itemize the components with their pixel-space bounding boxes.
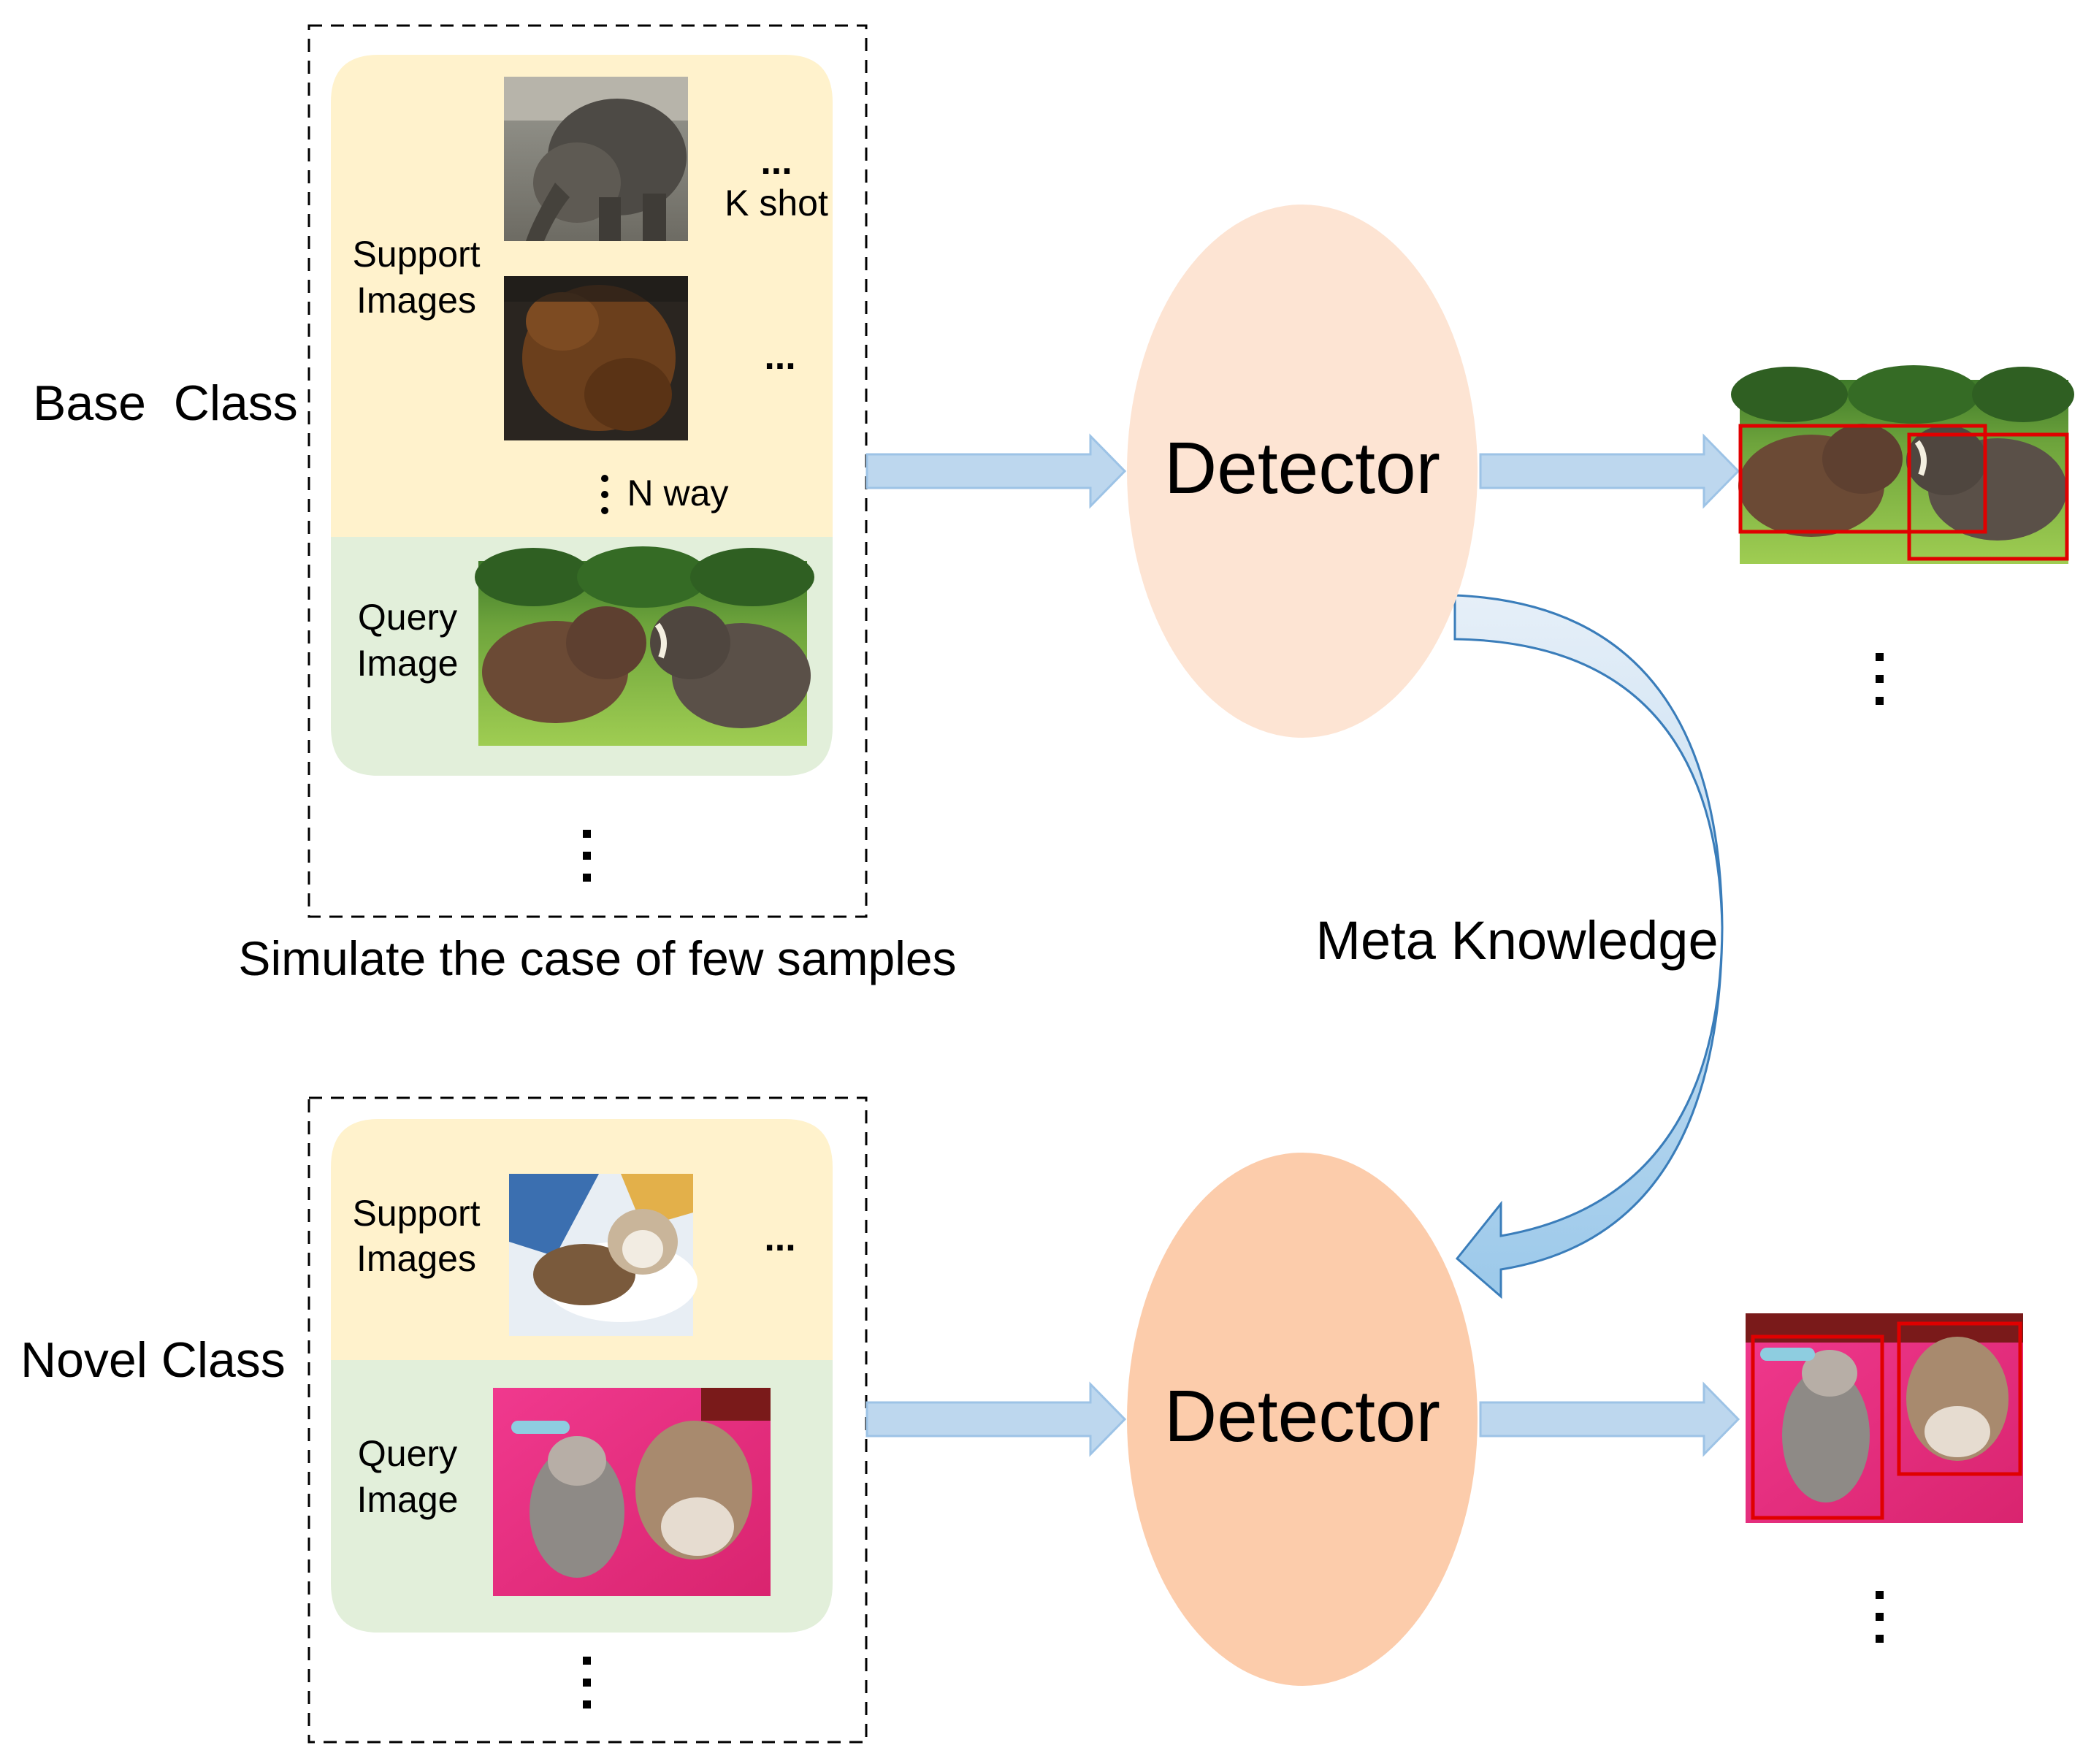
meta-knowledge-curved-arrow — [1453, 594, 1724, 1299]
novel-query-image-cats — [493, 1388, 771, 1596]
meta-knowledge-label: Meta Knowledge — [1315, 910, 1718, 971]
base-support-label-line1: Support — [352, 234, 480, 275]
base-support-image-bear — [504, 276, 688, 440]
base-support-label-line2: Images — [356, 280, 476, 321]
base-ellipsis-row2: ... — [764, 335, 795, 378]
n-way-vertical-dots — [601, 475, 608, 514]
novel-class-label: Novel Class — [20, 1332, 286, 1388]
detector-bottom: Detector — [1127, 1153, 1478, 1686]
novel-ellipsis: ... — [764, 1217, 795, 1259]
arrow-novel-to-detector — [865, 1381, 1127, 1457]
novel-result-bbox-2 — [1897, 1321, 2022, 1476]
detector-top-label: Detector — [1164, 427, 1440, 509]
simulate-caption: Simulate the case of few samples — [238, 931, 956, 985]
k-shot-label: K shot — [725, 183, 828, 224]
novel-support-label-line1: Support — [352, 1193, 480, 1234]
arrow-detector-to-base-result — [1479, 433, 1740, 509]
base-support-image-elephant — [504, 77, 688, 241]
arrow-base-to-detector — [865, 433, 1127, 509]
base-result-vertical-ellipsis — [1876, 653, 1884, 705]
arrow-detector-to-novel-result — [1479, 1381, 1740, 1457]
base-ellipsis-kshot: ... — [760, 140, 792, 183]
novel-result-image — [1746, 1313, 2023, 1523]
novel-query-label-line2: Image — [357, 1479, 459, 1520]
novel-result-bbox-1 — [1751, 1335, 1884, 1520]
novel-query-label-line1: Query — [358, 1433, 457, 1474]
base-query-label-line1: Query — [358, 597, 457, 638]
base-vertical-ellipsis — [583, 830, 591, 882]
base-class-label: Base Class — [33, 375, 298, 431]
novel-support-image-cat — [509, 1174, 697, 1336]
detector-top: Detector — [1127, 205, 1478, 738]
base-result-bbox-2 — [1907, 432, 2069, 561]
base-query-label-line2: Image — [357, 643, 459, 684]
base-result-image — [1731, 365, 2074, 564]
novel-support-label-line2: Images — [356, 1238, 476, 1279]
n-way-label: N way — [627, 473, 729, 513]
base-result-bbox-1 — [1738, 424, 1987, 534]
novel-vertical-ellipsis — [583, 1657, 591, 1708]
detector-bottom-label: Detector — [1164, 1375, 1440, 1457]
novel-result-vertical-ellipsis — [1876, 1591, 1884, 1643]
base-query-image-elephants — [475, 546, 814, 746]
